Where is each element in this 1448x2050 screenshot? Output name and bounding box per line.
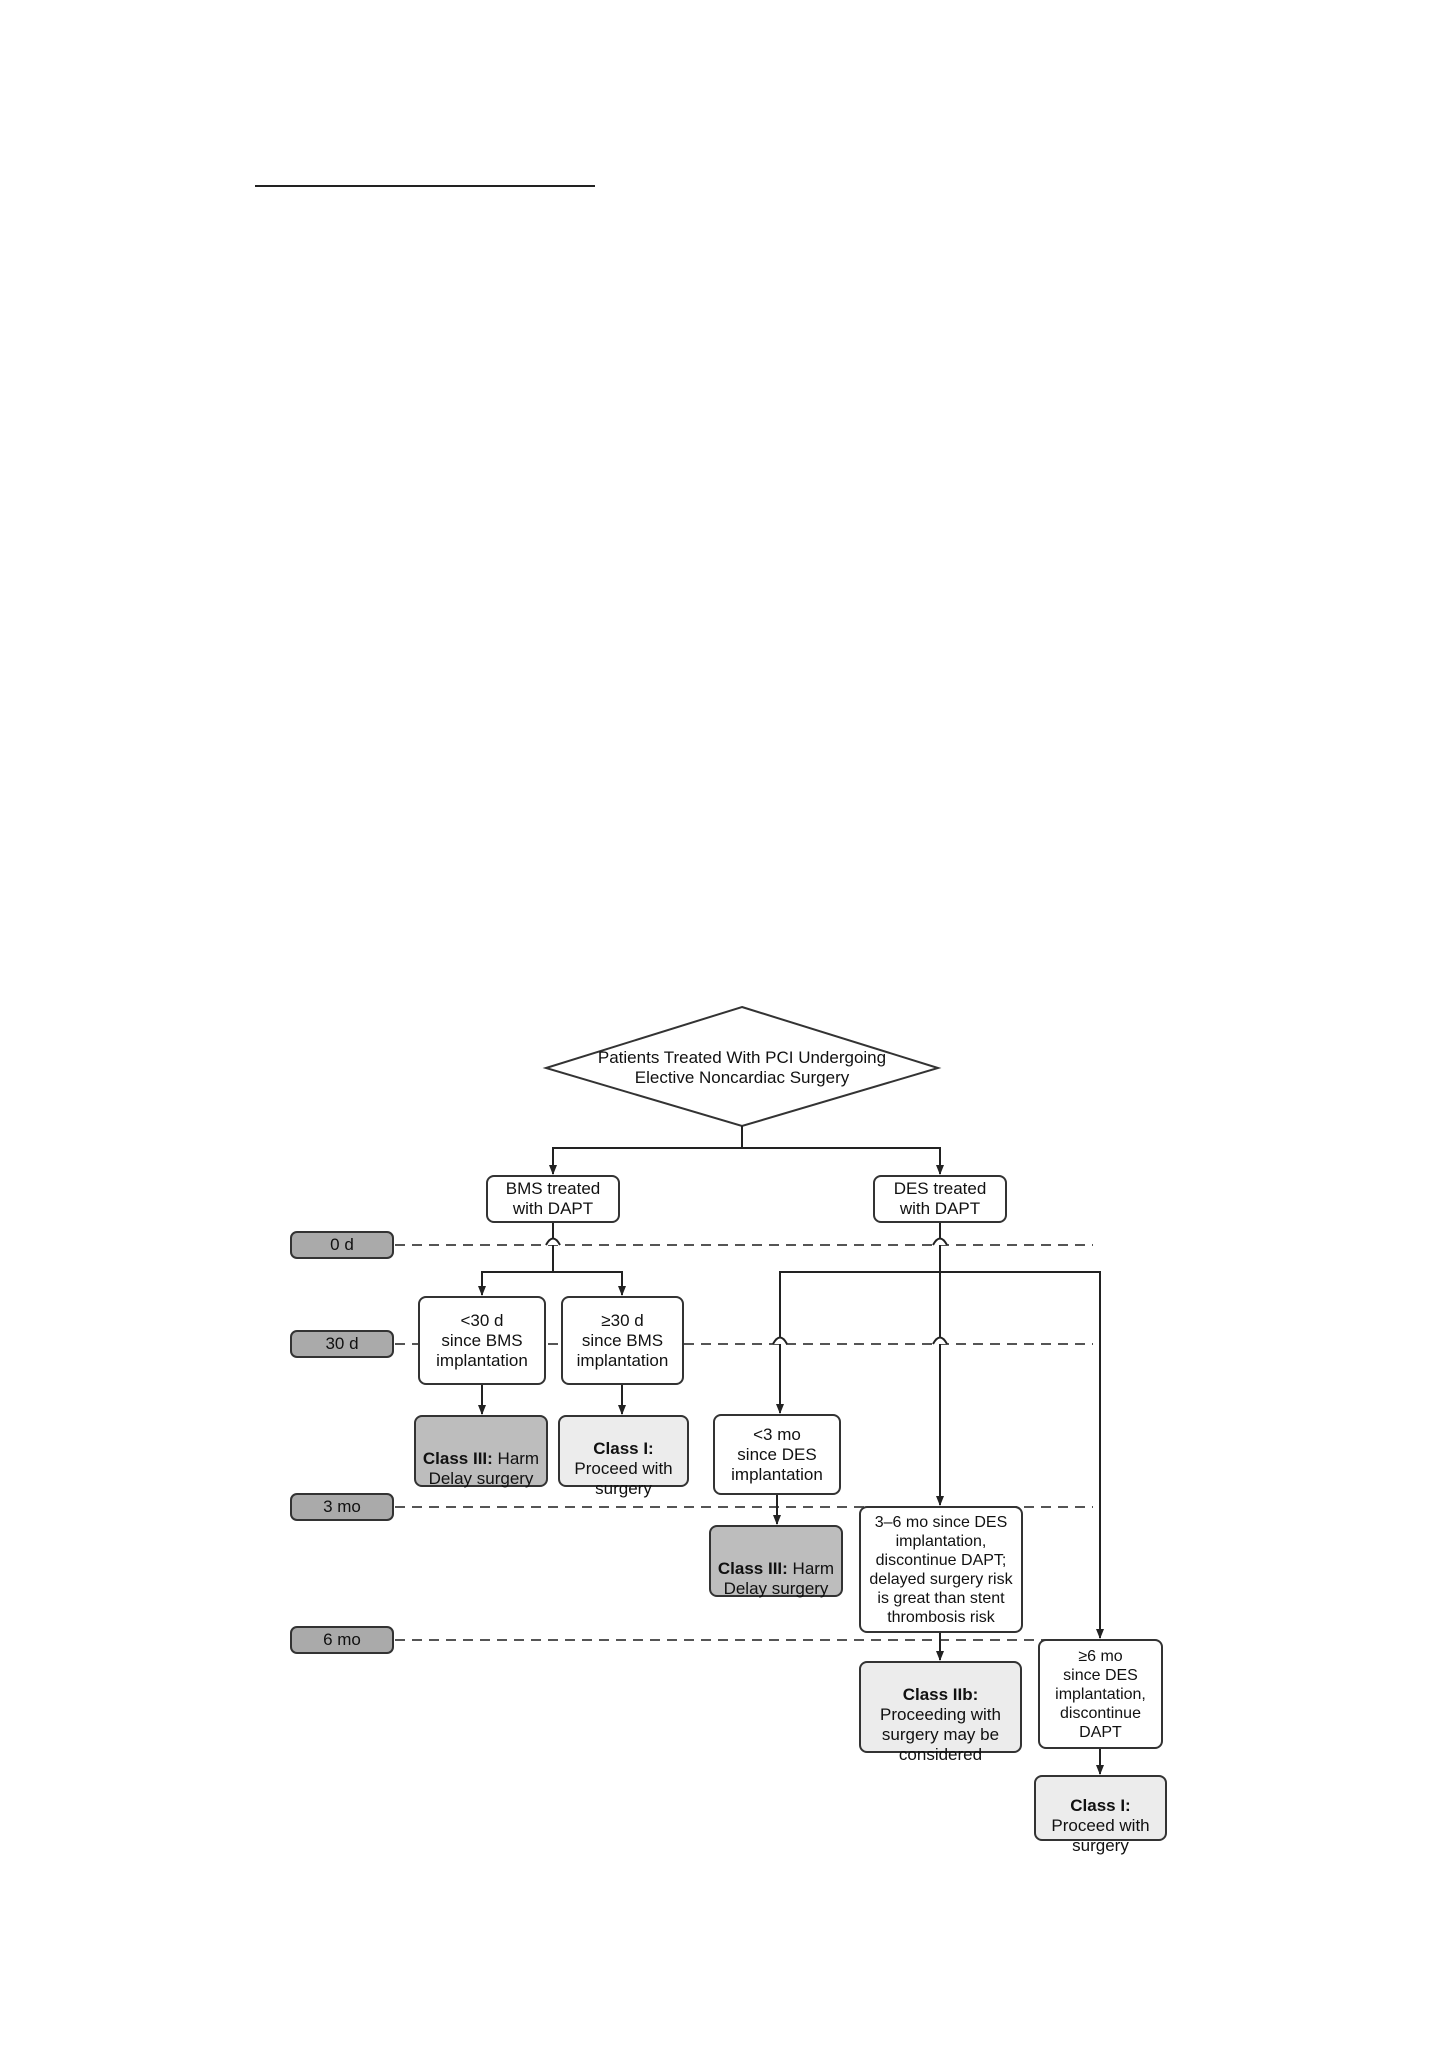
des-iib-box: Class IIb: Proceeding with surgery may b…: [859, 1661, 1022, 1764]
des-iib-action: Proceeding with surgery may be considere…: [880, 1705, 1001, 1764]
bms-ok-action: Proceed with surgery: [574, 1459, 673, 1498]
des-root-box: DES treated with DAPT: [873, 1175, 1007, 1223]
des-harm-label: Harm: [787, 1559, 835, 1578]
diagram-title: Patients Treated With PCI Undergoing Ele…: [597, 1048, 887, 1087]
des-lt3-box: <3 mo since DES implantation: [713, 1414, 841, 1495]
timeline-6mo: 6 mo: [290, 1626, 394, 1654]
bms-harm-action: Delay surgery: [428, 1469, 534, 1488]
des-harm-box: Class III: Harm Delay surgery: [709, 1525, 843, 1598]
des-ok-action: Proceed with surgery: [1051, 1816, 1150, 1855]
des-ok-box: Class I: Proceed with surgery: [1034, 1775, 1167, 1855]
bms-harm-box: Class III: Harm Delay surgery: [414, 1415, 548, 1488]
des-mid-box: 3–6 mo since DES implantation, discontin…: [859, 1506, 1023, 1633]
timeline-0d: 0 d: [290, 1231, 394, 1259]
bms-harm-class: Class III:: [422, 1449, 493, 1468]
des-iib-class: Class IIb:: [902, 1685, 979, 1704]
des-harm-action: Delay surgery: [723, 1579, 829, 1598]
top-rule: [255, 185, 595, 187]
bms-ge30-box: ≥30 d since BMS implantation: [561, 1296, 684, 1385]
timeline-30d: 30 d: [290, 1330, 394, 1358]
bms-ok-box: Class I: Proceed with surgery: [558, 1415, 689, 1498]
des-ge6-box: ≥6 mo since DES implantation, discontinu…: [1038, 1639, 1163, 1749]
des-harm-class: Class III:: [717, 1559, 788, 1578]
bms-ok-class: Class I:: [593, 1439, 654, 1458]
timeline-3mo: 3 mo: [290, 1493, 394, 1521]
bms-harm-label: Harm: [492, 1449, 540, 1468]
des-ok-class: Class I:: [1070, 1796, 1131, 1815]
bms-root-box: BMS treated with DAPT: [486, 1175, 620, 1223]
bms-lt30-box: <30 d since BMS implantation: [418, 1296, 546, 1385]
